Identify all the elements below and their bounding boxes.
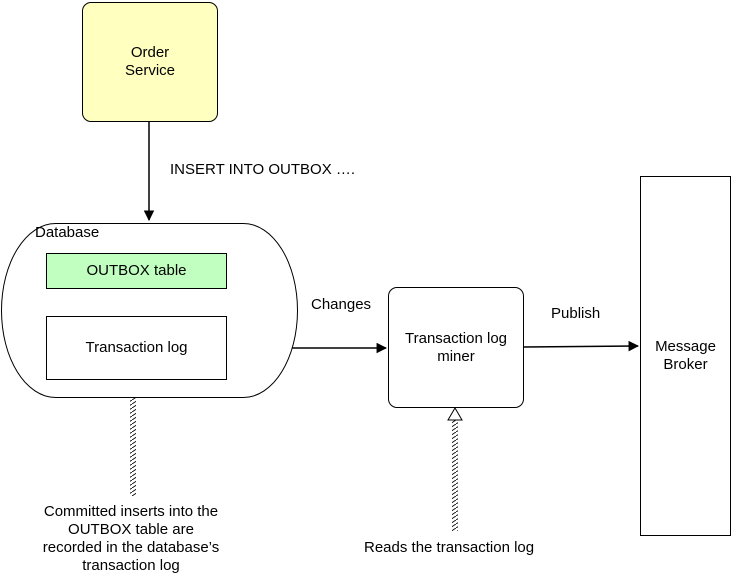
transaction-log-node: Transaction log (46, 316, 227, 380)
message-broker-label: Message Broker (655, 338, 716, 373)
changes-edge-label: Changes (311, 296, 372, 313)
order-service-label: Order Service (124, 44, 176, 79)
reads-transaction-log-note: Reads the transaction log (364, 539, 535, 556)
outbox-table-node: OUTBOX table (46, 253, 227, 289)
hatched-link-reads (452, 418, 458, 531)
transaction-log-label: Transaction log (85, 339, 188, 356)
message-broker-node: Message Broker (640, 176, 731, 536)
transaction-log-miner-label: Transaction log miner (405, 329, 507, 365)
committed-inserts-note: Committed inserts into the OUTBOX table … (42, 503, 220, 574)
hatched-link-reads-head (447, 407, 463, 421)
outbox-table-label: OUTBOX table (86, 262, 187, 279)
arrow-publish (523, 340, 640, 352)
transaction-log-miner-node: Transaction log miner (388, 287, 524, 408)
publish-edge-label: Publish (551, 305, 601, 322)
hatched-link-commit (130, 388, 136, 496)
insert-edge-label: INSERT INTO OUTBOX …. (170, 161, 356, 178)
order-service-node: Order Service (82, 2, 218, 122)
database-label: Database (35, 224, 100, 241)
